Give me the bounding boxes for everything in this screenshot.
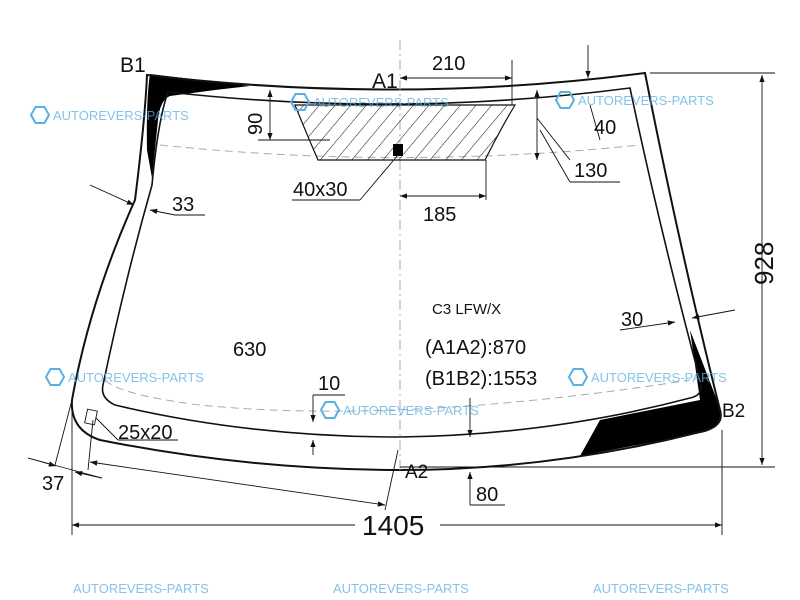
watermark-logos: AUTOREVERS-PARTS AUTOREVERS-PARTS AUTORE… bbox=[29, 91, 729, 596]
label-a1: A1 bbox=[372, 70, 398, 93]
dim-33: 33 bbox=[172, 194, 194, 216]
glass-outer-edge bbox=[70, 71, 722, 472]
svg-text:AUTOREVERS-PARTS: AUTOREVERS-PARTS bbox=[313, 95, 449, 110]
svg-text:AUTOREVERS-PARTS: AUTOREVERS-PARTS bbox=[343, 403, 479, 418]
dim-1405: 1405 bbox=[362, 510, 424, 541]
glass-inner-edge bbox=[101, 87, 703, 438]
dim-210: 210 bbox=[432, 53, 465, 75]
label-a2: A2 bbox=[405, 462, 428, 483]
black-band-top-left bbox=[146, 74, 250, 178]
dim-80: 80 bbox=[476, 484, 498, 506]
dim-10: 10 bbox=[318, 373, 340, 395]
b1b2-length: (B1B2):1553 bbox=[425, 368, 537, 390]
dashed-visible-area-bottom bbox=[104, 379, 691, 412]
a1a2-length: (A1A2):870 bbox=[425, 337, 526, 359]
sensor-mark-40x30 bbox=[393, 144, 403, 156]
svg-text:AUTOREVERS-PARTS: AUTOREVERS-PARTS bbox=[333, 581, 469, 596]
svg-text:AUTOREVERS-PARTS: AUTOREVERS-PARTS bbox=[68, 370, 204, 385]
dim-90: 90 bbox=[245, 113, 267, 135]
black-band-b2 bbox=[580, 330, 721, 456]
svg-text:AUTOREVERS-PARTS: AUTOREVERS-PARTS bbox=[578, 93, 714, 108]
svg-text:AUTOREVERS-PARTS: AUTOREVERS-PARTS bbox=[73, 581, 209, 596]
dim-40x30: 40x30 bbox=[293, 179, 348, 201]
dim-185: 185 bbox=[423, 204, 456, 226]
dimension-lines bbox=[27, 45, 775, 535]
label-b1: B1 bbox=[120, 54, 146, 77]
dim-37: 37 bbox=[42, 473, 64, 495]
dim-25x20: 25x20 bbox=[118, 422, 173, 444]
dim-928: 928 bbox=[749, 242, 779, 285]
svg-text:AUTOREVERS-PARTS: AUTOREVERS-PARTS bbox=[593, 581, 729, 596]
dim-130: 130 bbox=[574, 160, 607, 182]
svg-text:AUTOREVERS-PARTS: AUTOREVERS-PARTS bbox=[591, 370, 727, 385]
dim-40: 40 bbox=[594, 117, 616, 139]
dim-630: 630 bbox=[233, 339, 266, 361]
sensor-hatched-area bbox=[294, 104, 517, 161]
model-code: C3 LFW/X bbox=[432, 301, 501, 318]
dim-30: 30 bbox=[621, 309, 643, 331]
label-b2: B2 bbox=[722, 401, 745, 422]
svg-text:AUTOREVERS-PARTS: AUTOREVERS-PARTS bbox=[53, 108, 189, 123]
